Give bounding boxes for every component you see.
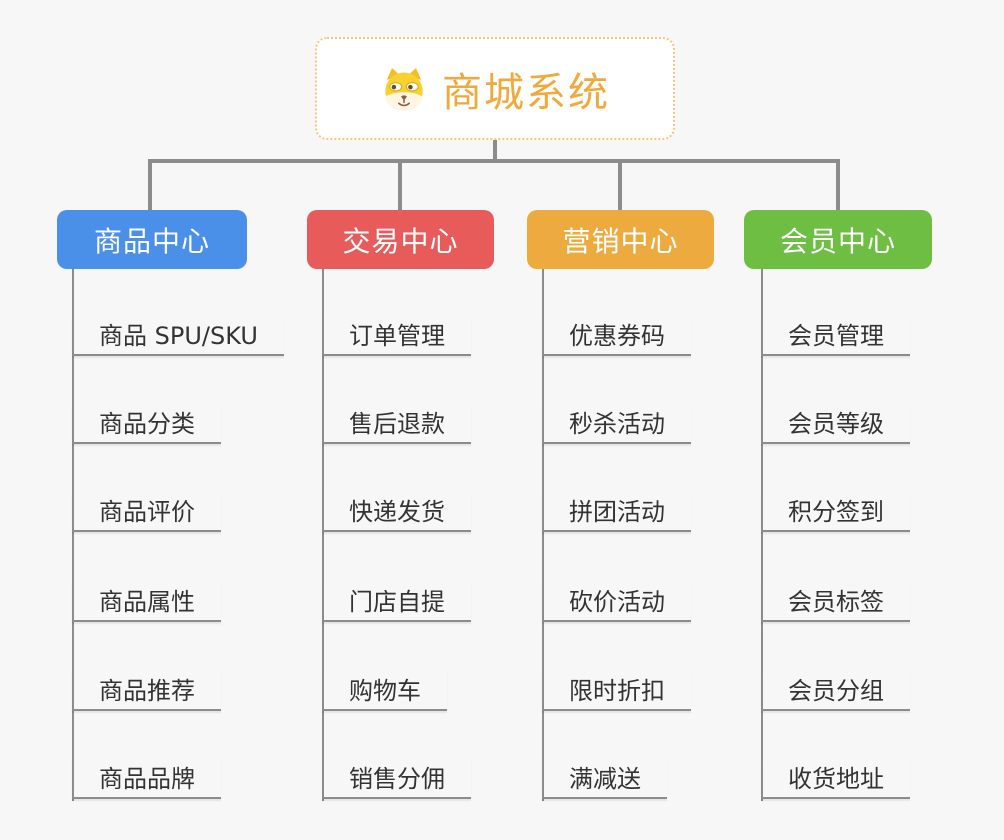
- connector-bus: [148, 159, 840, 163]
- leaf-node[interactable]: 销售分佣: [322, 759, 471, 799]
- leaf-node[interactable]: 快递发货: [322, 492, 471, 532]
- connector-trunk-branch-2: [542, 269, 544, 801]
- leaf-node[interactable]: 砍价活动: [542, 582, 691, 622]
- leaf-node[interactable]: 订单管理: [322, 316, 471, 356]
- connector-trunk-branch-3: [761, 269, 763, 801]
- connector-root-drop: [493, 140, 497, 161]
- root-node[interactable]: 商城系统: [315, 37, 675, 140]
- leaf-node[interactable]: 商品属性: [72, 582, 221, 622]
- connector-drop-branch-0: [148, 161, 152, 210]
- leaf-node[interactable]: 商品分类: [72, 404, 221, 444]
- leaf-node[interactable]: 门店自提: [322, 582, 471, 622]
- leaf-node[interactable]: 会员分组: [761, 671, 910, 711]
- leaf-node[interactable]: 优惠券码: [542, 316, 691, 356]
- leaf-node[interactable]: 会员管理: [761, 316, 910, 356]
- leaf-node[interactable]: 限时折扣: [542, 671, 691, 711]
- leaf-node[interactable]: 收货地址: [761, 759, 910, 799]
- connector-drop-branch-2: [618, 161, 622, 210]
- branch-node-members[interactable]: 会员中心: [744, 210, 932, 269]
- connector-drop-branch-1: [398, 161, 402, 210]
- leaf-node[interactable]: 售后退款: [322, 404, 471, 444]
- leaf-node[interactable]: 会员等级: [761, 404, 910, 444]
- connector-drop-branch-3: [836, 161, 840, 210]
- leaf-node[interactable]: 积分签到: [761, 492, 910, 532]
- leaf-node[interactable]: 商品评价: [72, 492, 221, 532]
- dog-face-icon: [385, 67, 423, 111]
- leaf-node[interactable]: 拼团活动: [542, 492, 691, 532]
- branch-node-products[interactable]: 商品中心: [57, 210, 247, 269]
- leaf-node[interactable]: 秒杀活动: [542, 404, 691, 444]
- leaf-node[interactable]: 购物车: [322, 671, 447, 711]
- leaf-node[interactable]: 商品 SPU/SKU: [72, 316, 284, 356]
- leaf-node[interactable]: 会员标签: [761, 582, 910, 622]
- leaf-node[interactable]: 商品推荐: [72, 671, 221, 711]
- root-node-label: 商城系统: [442, 69, 610, 116]
- leaf-node[interactable]: 商品品牌: [72, 759, 221, 799]
- connector-trunk-branch-0: [72, 269, 74, 801]
- branch-node-trade[interactable]: 交易中心: [307, 210, 494, 269]
- branch-node-marketing[interactable]: 营销中心: [527, 210, 714, 269]
- connector-trunk-branch-1: [322, 269, 324, 801]
- leaf-node[interactable]: 满减送: [542, 759, 667, 799]
